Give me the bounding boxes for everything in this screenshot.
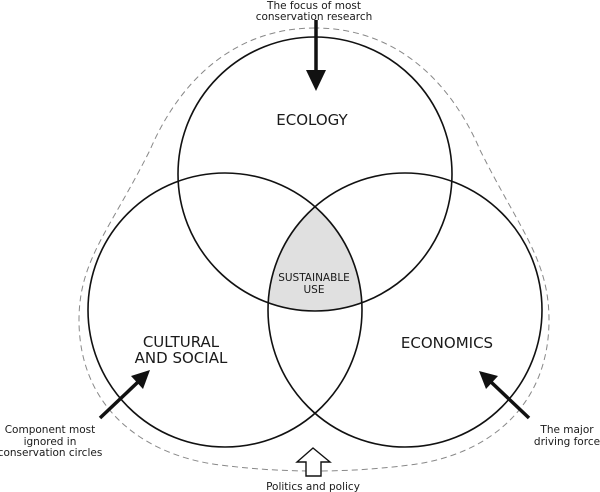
left-arrow-icon (98, 370, 150, 420)
cultural-label-line2: AND SOCIAL (135, 349, 228, 367)
sustainable-label-line2: USE (304, 284, 325, 296)
right-annotation-line2: driving force (534, 436, 600, 448)
cultural-social-circle (87, 172, 363, 448)
ecology-label: ECOLOGY (276, 111, 348, 129)
sustainable-use-region (268, 173, 362, 311)
top-annotation-line2: conservation research (256, 11, 373, 23)
bottom-annotation: Politics and policy (266, 481, 360, 492)
cultural-label-line1: CULTURAL (143, 333, 220, 351)
left-annotation-line2: ignored in (24, 436, 77, 448)
right-annotation-line1: The major (539, 424, 594, 436)
economics-label: ECONOMICS (401, 334, 493, 352)
economics-circle (267, 172, 543, 448)
politics-hollow-arrow-icon (295, 447, 332, 477)
left-annotation-line1: Component most (5, 424, 96, 436)
sustainable-label-line1: SUSTAINABLE (278, 272, 350, 284)
right-arrow-icon (479, 371, 531, 420)
left-annotation-line3: conservation circles (0, 447, 102, 459)
top-annotation-line1: The focus of most (266, 0, 361, 12)
top-arrow-icon (306, 20, 326, 91)
